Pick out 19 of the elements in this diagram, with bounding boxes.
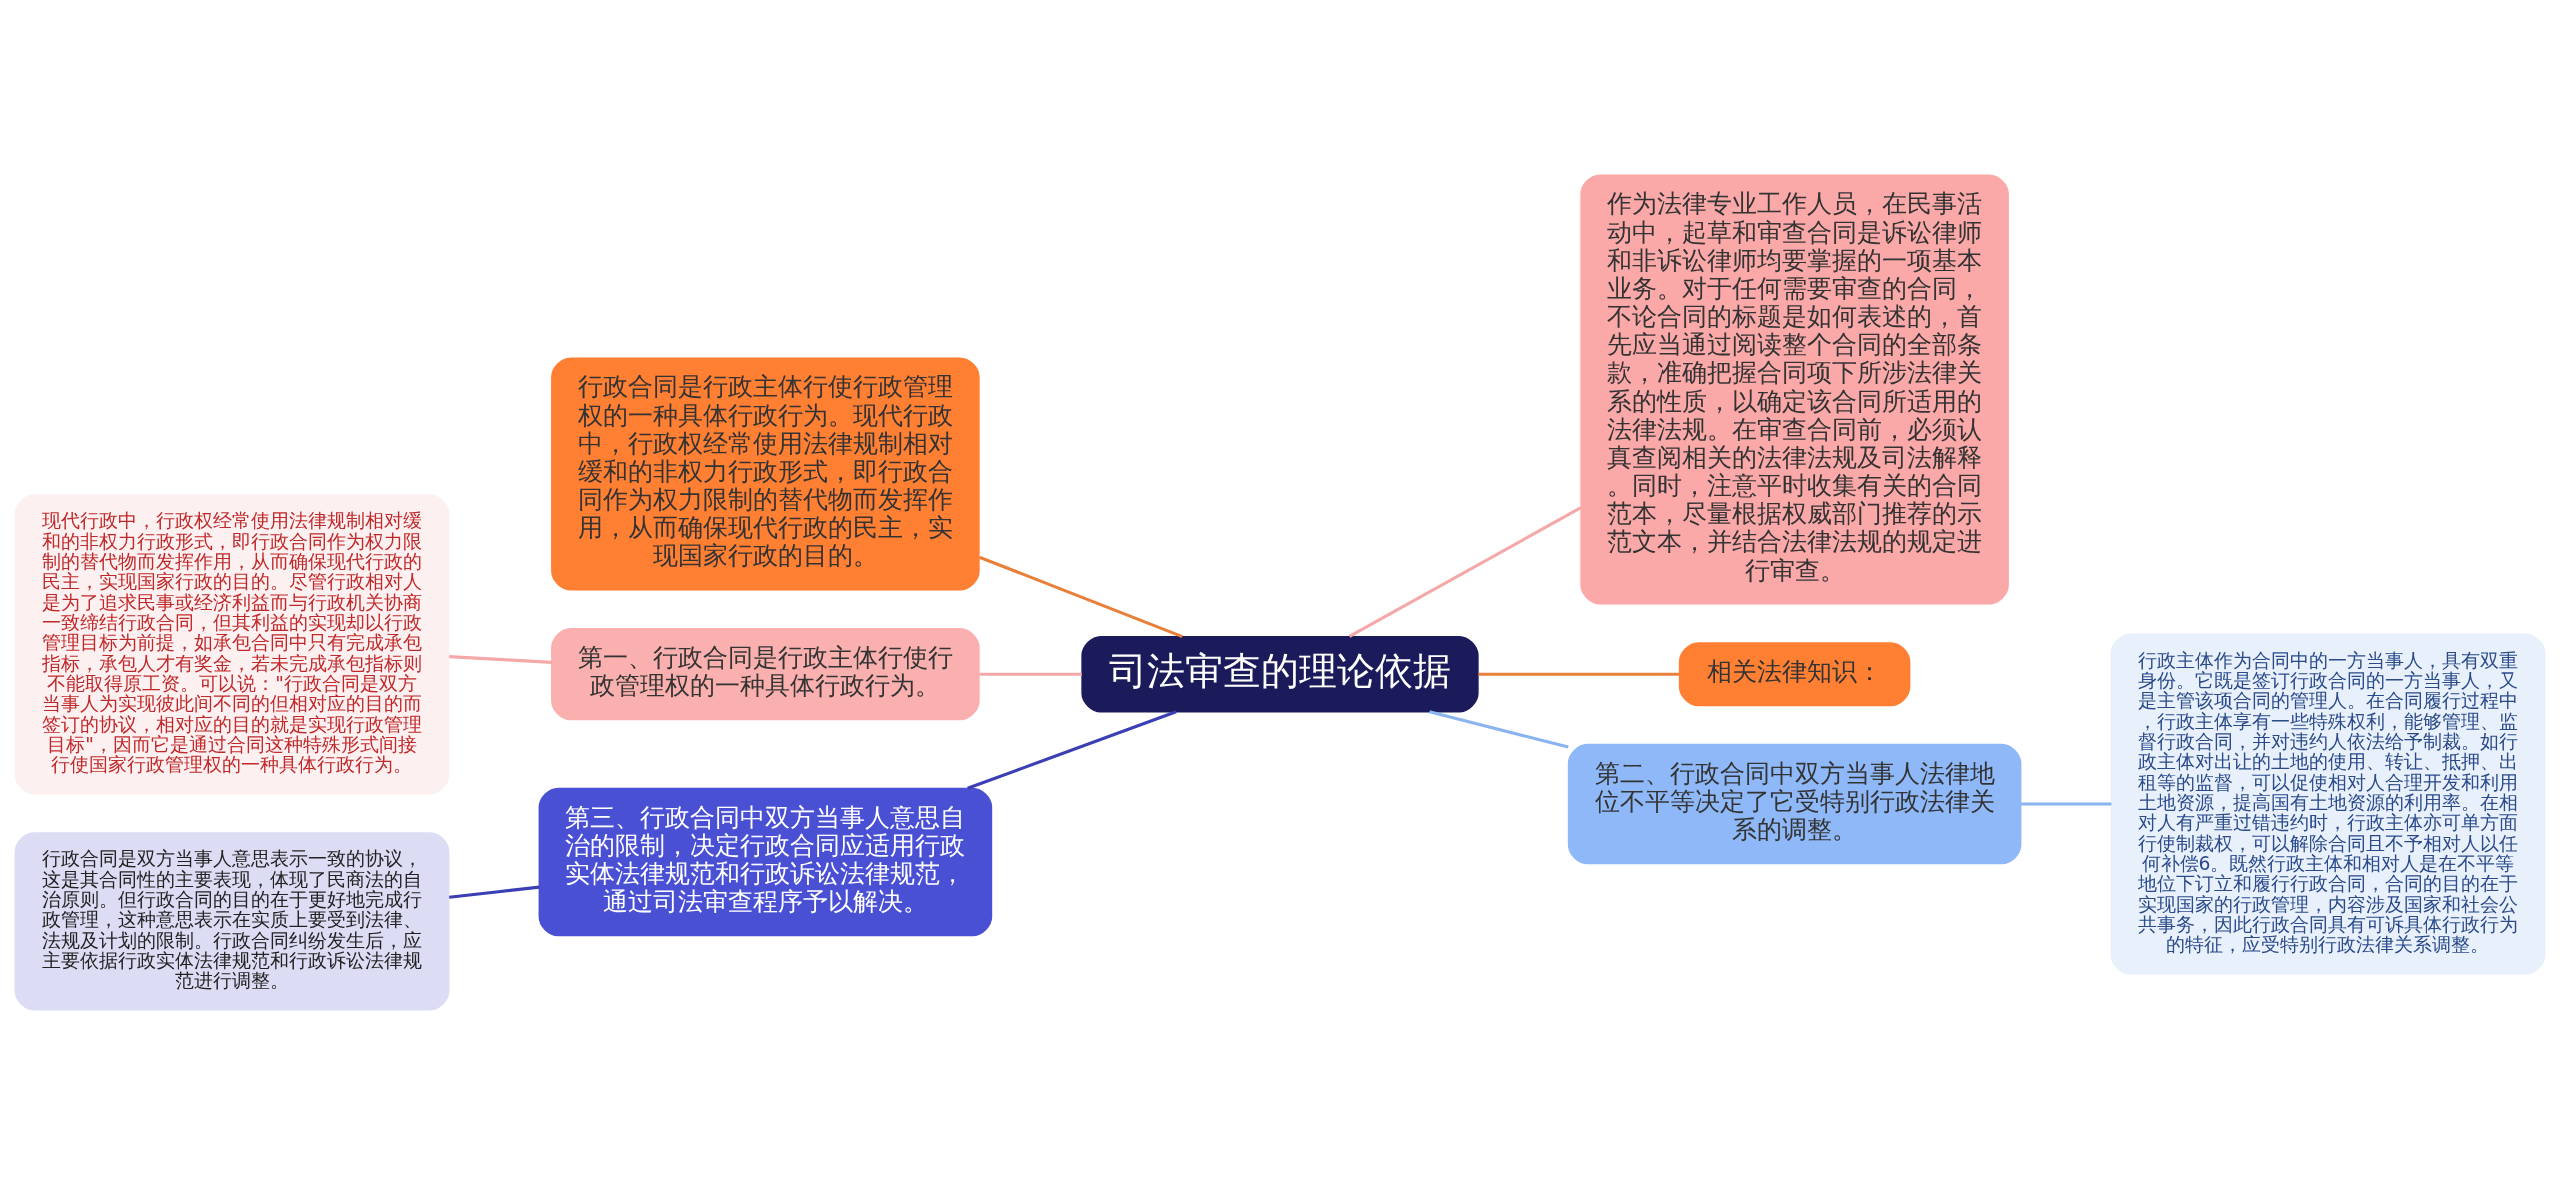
connector xyxy=(979,672,1082,676)
connector xyxy=(2021,802,2112,806)
node-box: 行政合同是双方当事人意思表示一致的协议，这是其合同性的主要表现，体现了民商法的自治原则。但行政合同的目的在于更好地完成行政管理，这种意思表示在实质上要受到法律、法规及计划的限制。行政合同纠纷发生后，应主要依据行政实体法律规范和行政诉讼法律规范进行调整。 xyxy=(14,832,450,1011)
node-box: 司法审查的理论依据 xyxy=(1081,635,1479,713)
connector xyxy=(978,555,1183,639)
node-box: 第二、行政合同中双方当事人法律地位不平等决定了它受特别行政法律关系的调整。 xyxy=(1567,743,2022,865)
connector xyxy=(967,710,1177,790)
node-box: 作为法律专业工作人员，在民事活动中，起草和审查合同是诉讼律师和非诉讼律师均要掌握的一项基本业务。对于任何需要审查的合同，不论合同的标题是如何表述的，首先应当通过阅读整个合同的全部条款，准确把握合同项下所涉法律关系的性质，以确定该合同所适用的法律法规。在审查合同前，必须认真查阅相关的法律法规及司法解释。同时，注意平时收集有关的合同范本，尽量根据权威部门推荐的示范文本，并结合法律法规的规定进行审查。 xyxy=(1580,174,2009,605)
node-box: 行政主体作为合同中的一方当事人，具有双重身份。它既是签订行政合同的一方当事人，又是主管该项合同的管理人。在合同履行过程中，行政主体享有一些特殊权利，能够管理、监督行政合同，并对违约人依法给予制裁。如行政主体对出让的土地的使用、转让、抵押、出租等的监督，可以促使相对人合理开发和利用土地资源，提高国有土地资源的利用率。在相对人有严重过错违约时，行政主体亦可单方面行使制裁权，可以解除合同且不予相对人以任何补偿6。既然行政主体和相对人是在不平等地位下订立和履行行政合同，合同的目的在于实现国家的行政管理，内容涉及国家和社会公共事务，因此行政合同具有可诉具体行政行为的特征，应受特别行政法律关系调整。 xyxy=(2110,633,2546,975)
node-box: 第一、行政合同是行政主体行使行政管理权的一种具体行政行为。 xyxy=(551,628,980,721)
node-box: 行政合同是行政主体行使行政管理权的一种具体行政行为。现代行政中，行政权经常使用法律规制相对缓和的非权力行政形式，即行政合同作为权力限制的替代物而发挥作用，从而确保现代行政的民主，实现国家行政的目的。 xyxy=(551,357,980,591)
connector xyxy=(1478,672,1679,676)
connector xyxy=(449,885,540,899)
node-box: 现代行政中，行政权经常使用法律规制相对缓和的非权力行政形式，即行政合同作为权力限制的替代物而发挥作用，从而确保现代行政的民主，实现国家行政的目的。尽管行政相对人是为了追求民事或经济利益而与行政机关协商一致缔结行政合同，但其利益的实现却以行政管理目标为前提，如承包合同中只有完成承包指标，承包人才有奖金，若未完成承包指标则不能取得原工资。可以说："行政合同是双方当事人为实现彼此间不同的但相对应的目的而签订的协议，相对应的目的就是实现行政管理目标"，因而它是通过合同这种特殊形式间接行使国家行政管理权的一种具体行政行为。 xyxy=(14,494,450,795)
connector xyxy=(449,655,552,664)
node-box: 第三、行政合同中双方当事人意思自治的限制，决定行政合同应适用行政实体法律规范和行政诉讼法律规范，通过司法审查程序予以解决。 xyxy=(538,787,993,937)
connector xyxy=(1429,710,1569,749)
node-box: 相关法律知识： xyxy=(1678,642,1911,707)
connector xyxy=(1348,506,1582,638)
